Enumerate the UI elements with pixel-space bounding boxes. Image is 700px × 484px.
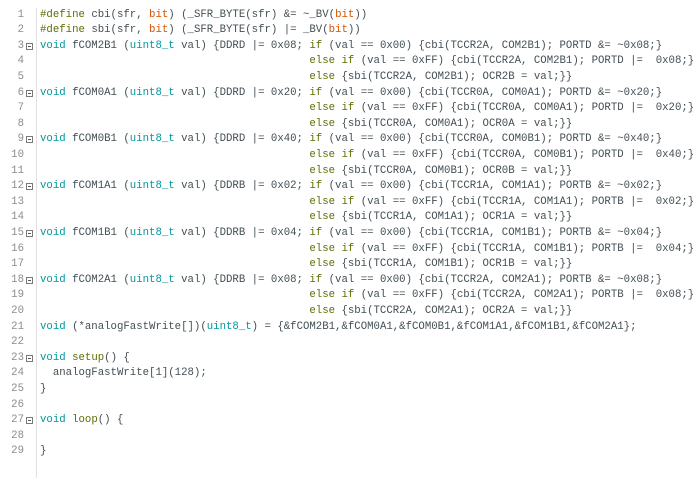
code-line[interactable]: 28 xyxy=(0,429,700,445)
line-number: 21 xyxy=(11,320,24,333)
code-line[interactable]: 2 #define sbi(sfr, bit) (_SFR_BYTE(sfr) |… xyxy=(0,23,700,39)
line-number: 7 xyxy=(17,102,24,115)
code-line[interactable]: 9 void fCOM0B1 (uint8_t val) {DDRD |= 0x4… xyxy=(0,132,700,148)
code-line[interactable]: 29} xyxy=(0,444,700,460)
code-line[interactable]: 12 void fCOM1A1 (uint8_t val) {DDRB |= 0x… xyxy=(0,179,700,195)
code-line[interactable]: 5 else {sbi(TCCR2A, COM2B1); OCR2B = val… xyxy=(0,70,700,86)
line-number: 3 xyxy=(17,39,24,52)
line-code: else {sbi(TCCR0A, COM0B1); OCR0B = val;}… xyxy=(309,164,573,177)
code-line[interactable]: 14 else {sbi(TCCR1A, COM1A1); OCR1A = va… xyxy=(0,210,700,226)
code-line[interactable]: 11 else {sbi(TCCR0A, COM0B1); OCR0B = va… xyxy=(0,164,700,180)
code-line[interactable]: 16 else if (val == 0xFF) {cbi(TCCR1A, CO… xyxy=(0,242,700,258)
line-code: void (*analogFastWrite[])(uint8_t) = {&f… xyxy=(40,320,637,333)
gutter-divider xyxy=(36,8,37,478)
line-code: void loop() { xyxy=(40,414,124,427)
line-code: #define cbi(sfr, bit) (_SFR_BYTE(sfr) &=… xyxy=(40,8,368,21)
line-code: void fCOM0A1 (uint8_t val) {DDRD |= 0x20… xyxy=(40,86,663,99)
code-line[interactable]: 20 else {sbi(TCCR2A, COM2A1); OCR2A = va… xyxy=(0,304,700,320)
line-number: 29 xyxy=(11,445,24,458)
code-line[interactable]: 4 else if (val == 0xFF) {cbi(TCCR2A, COM… xyxy=(0,54,700,70)
code-line[interactable]: 26 xyxy=(0,398,700,414)
code-line[interactable]: 1 #define cbi(sfr, bit) (_SFR_BYTE(sfr) &… xyxy=(0,8,700,24)
line-code: else {sbi(TCCR0A, COM0A1); OCR0A = val;}… xyxy=(309,117,573,130)
line-number: 4 xyxy=(17,55,24,68)
line-number: 1 xyxy=(17,8,24,21)
line-number: 25 xyxy=(11,382,24,395)
code-line[interactable]: 22 xyxy=(0,335,700,351)
line-code: void fCOM0B1 (uint8_t val) {DDRD |= 0x40… xyxy=(40,133,663,146)
code-line[interactable]: 10 else if (val == 0xFF) {cbi(TCCR0A, CO… xyxy=(0,148,700,164)
code-line[interactable]: 23 void setup() { xyxy=(0,351,700,367)
line-number: 12 xyxy=(11,180,24,193)
line-number: 14 xyxy=(11,211,24,224)
line-code: } xyxy=(40,445,47,458)
line-number: 28 xyxy=(11,429,24,442)
code-line[interactable]: 7 else if (val == 0xFF) {cbi(TCCR0A, COM… xyxy=(0,101,700,117)
line-code: void setup() { xyxy=(40,351,130,364)
code-line[interactable]: 3 void fCOM2B1 (uint8_t val) {DDRD |= 0x0… xyxy=(0,39,700,55)
line-code: else {sbi(TCCR2A, COM2B1); OCR2B = val;}… xyxy=(309,70,573,83)
line-code: } xyxy=(40,382,47,395)
line-code: else if (val == 0xFF) {cbi(TCCR0A, COM0A… xyxy=(309,102,695,115)
code-line[interactable]: 6 void fCOM0A1 (uint8_t val) {DDRD |= 0x2… xyxy=(0,86,700,102)
code-line[interactable]: 17 else {sbi(TCCR1A, COM1B1); OCR1B = va… xyxy=(0,257,700,273)
fold-collapse-icon[interactable] xyxy=(26,229,33,237)
line-code: void fCOM2A1 (uint8_t val) {DDRB |= 0x08… xyxy=(40,273,663,286)
line-code: else if (val == 0xFF) {cbi(TCCR1A, COM1A… xyxy=(309,195,695,208)
line-code: else if (val == 0xFF) {cbi(TCCR0A, COM0B… xyxy=(309,148,695,161)
line-number: 16 xyxy=(11,242,24,255)
line-number: 19 xyxy=(11,289,24,302)
line-number: 9 xyxy=(17,133,24,146)
fold-collapse-icon[interactable] xyxy=(26,89,33,97)
line-number: 17 xyxy=(11,258,24,271)
code-line[interactable]: 27 void loop() { xyxy=(0,413,700,429)
line-number: 5 xyxy=(17,70,24,83)
line-code: else {sbi(TCCR1A, COM1A1); OCR1A = val;}… xyxy=(309,211,573,224)
fold-collapse-icon[interactable] xyxy=(26,417,33,425)
line-code: else if (val == 0xFF) {cbi(TCCR2A, COM2A… xyxy=(309,289,695,302)
code-line[interactable]: 8 else {sbi(TCCR0A, COM0A1); OCR0A = val… xyxy=(0,117,700,133)
code-line[interactable]: 21 void (*analogFastWrite[])(uint8_t) = {… xyxy=(0,320,700,336)
line-number: 26 xyxy=(11,398,24,411)
line-number: 15 xyxy=(11,226,24,239)
line-code: else {sbi(TCCR2A, COM2A1); OCR2A = val;}… xyxy=(309,304,573,317)
line-number: 22 xyxy=(11,336,24,349)
line-code: void fCOM1B1 (uint8_t val) {DDRB |= 0x04… xyxy=(40,226,663,239)
line-number: 27 xyxy=(11,414,24,427)
line-number: 8 xyxy=(17,117,24,130)
code-line[interactable]: 19 else if (val == 0xFF) {cbi(TCCR2A, CO… xyxy=(0,288,700,304)
fold-collapse-icon[interactable] xyxy=(26,42,33,50)
line-code: #define sbi(sfr, bit) (_SFR_BYTE(sfr) |=… xyxy=(40,24,361,37)
code-line[interactable]: 18 void fCOM2A1 (uint8_t val) {DDRB |= 0x… xyxy=(0,273,700,289)
line-code: void fCOM2B1 (uint8_t val) {DDRD |= 0x08… xyxy=(40,39,663,52)
code-line[interactable]: 24 analogFastWrite[1](128); xyxy=(0,366,700,382)
line-number: 20 xyxy=(11,304,24,317)
line-number: 6 xyxy=(17,86,24,99)
line-number: 18 xyxy=(11,273,24,286)
line-code: analogFastWrite[1](128); xyxy=(40,367,207,380)
line-number: 13 xyxy=(11,195,24,208)
line-number: 11 xyxy=(11,164,24,177)
line-code: else if (val == 0xFF) {cbi(TCCR2A, COM2B… xyxy=(309,55,695,68)
code-line[interactable]: 13 else if (val == 0xFF) {cbi(TCCR1A, CO… xyxy=(0,195,700,211)
fold-collapse-icon[interactable] xyxy=(26,183,33,191)
line-number: 24 xyxy=(11,367,24,380)
line-code: else {sbi(TCCR1A, COM1B1); OCR1B = val;}… xyxy=(309,258,573,271)
line-number: 23 xyxy=(11,351,24,364)
line-number: 10 xyxy=(11,148,24,161)
fold-collapse-icon[interactable] xyxy=(26,136,33,144)
fold-collapse-icon[interactable] xyxy=(26,354,33,362)
fold-collapse-icon[interactable] xyxy=(26,276,33,284)
line-code: void fCOM1A1 (uint8_t val) {DDRB |= 0x02… xyxy=(40,180,663,193)
code-line[interactable]: 15 void fCOM1B1 (uint8_t val) {DDRB |= 0x… xyxy=(0,226,700,242)
line-number: 2 xyxy=(17,24,24,37)
line-code: else if (val == 0xFF) {cbi(TCCR1A, COM1B… xyxy=(309,242,695,255)
code-line[interactable]: 25} xyxy=(0,382,700,398)
